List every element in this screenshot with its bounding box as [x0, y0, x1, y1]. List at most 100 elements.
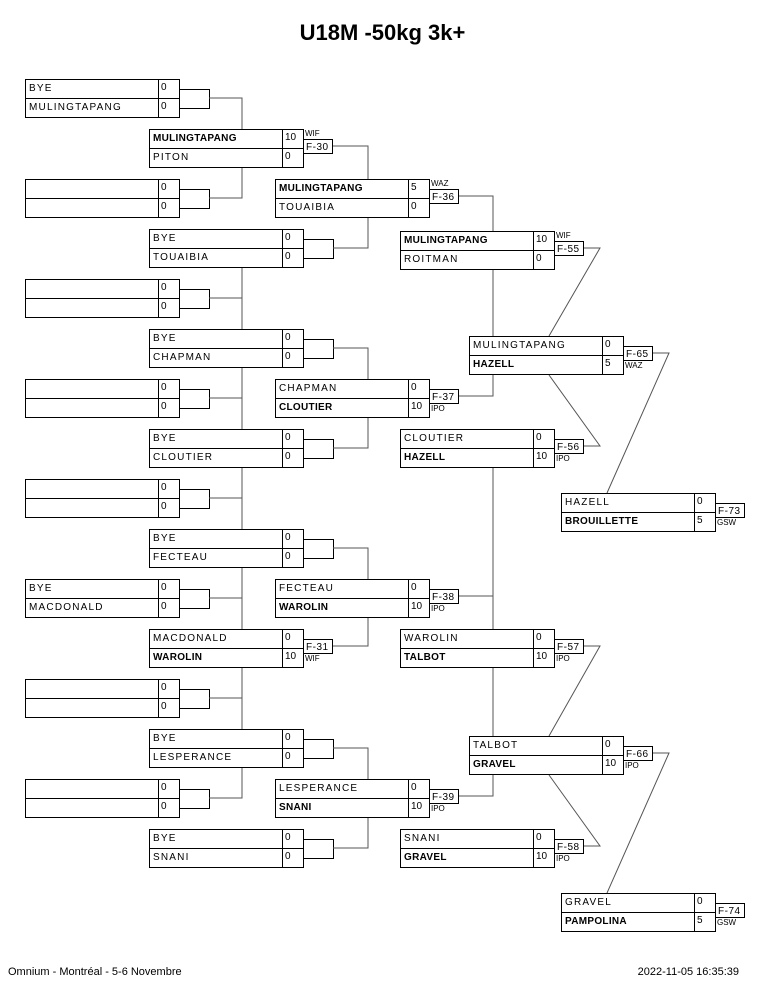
competitor-white[interactable]: MULINGTAPANG 10 [401, 232, 554, 251]
competitor-name: TALBOT [404, 652, 446, 663]
competitor-white[interactable]: 0 [26, 480, 179, 499]
competitor-score: 10 [408, 599, 429, 618]
competitor-white[interactable]: 0 [26, 180, 179, 199]
competitor-white[interactable]: 0 [26, 380, 179, 399]
competitor-score: 10 [533, 232, 554, 251]
competitor-white[interactable]: 0 [26, 680, 179, 699]
fight-number: F-58 [554, 839, 584, 854]
competitor-name: TOUAIBIA [279, 202, 336, 213]
competitor-blue[interactable]: 0 [26, 399, 179, 418]
competitor-score: 10 [408, 399, 429, 418]
competitor-white[interactable]: 0 [26, 780, 179, 799]
competitor-blue[interactable]: 0 [26, 299, 179, 318]
competitor-blue[interactable]: 0 [26, 699, 179, 718]
competitor-score: 10 [533, 449, 554, 468]
competitor-blue[interactable]: 0 [26, 499, 179, 518]
competitor-blue[interactable]: 0 [26, 199, 179, 218]
competitor-blue[interactable]: 0 [26, 799, 179, 818]
win-type: WIF [305, 654, 320, 663]
connector-line [333, 818, 369, 849]
competitor-score: 10 [282, 130, 303, 149]
competitor-name: BROUILLETTE [565, 516, 639, 527]
competitor-score: 5 [408, 180, 429, 199]
competitor-white[interactable]: 0 [26, 280, 179, 299]
competitor-score: 0 [533, 630, 554, 649]
competitor-score: 5 [602, 356, 623, 375]
competitor-name: SNANI [404, 833, 441, 844]
competitor-name: MULINGTAPANG [404, 235, 488, 246]
